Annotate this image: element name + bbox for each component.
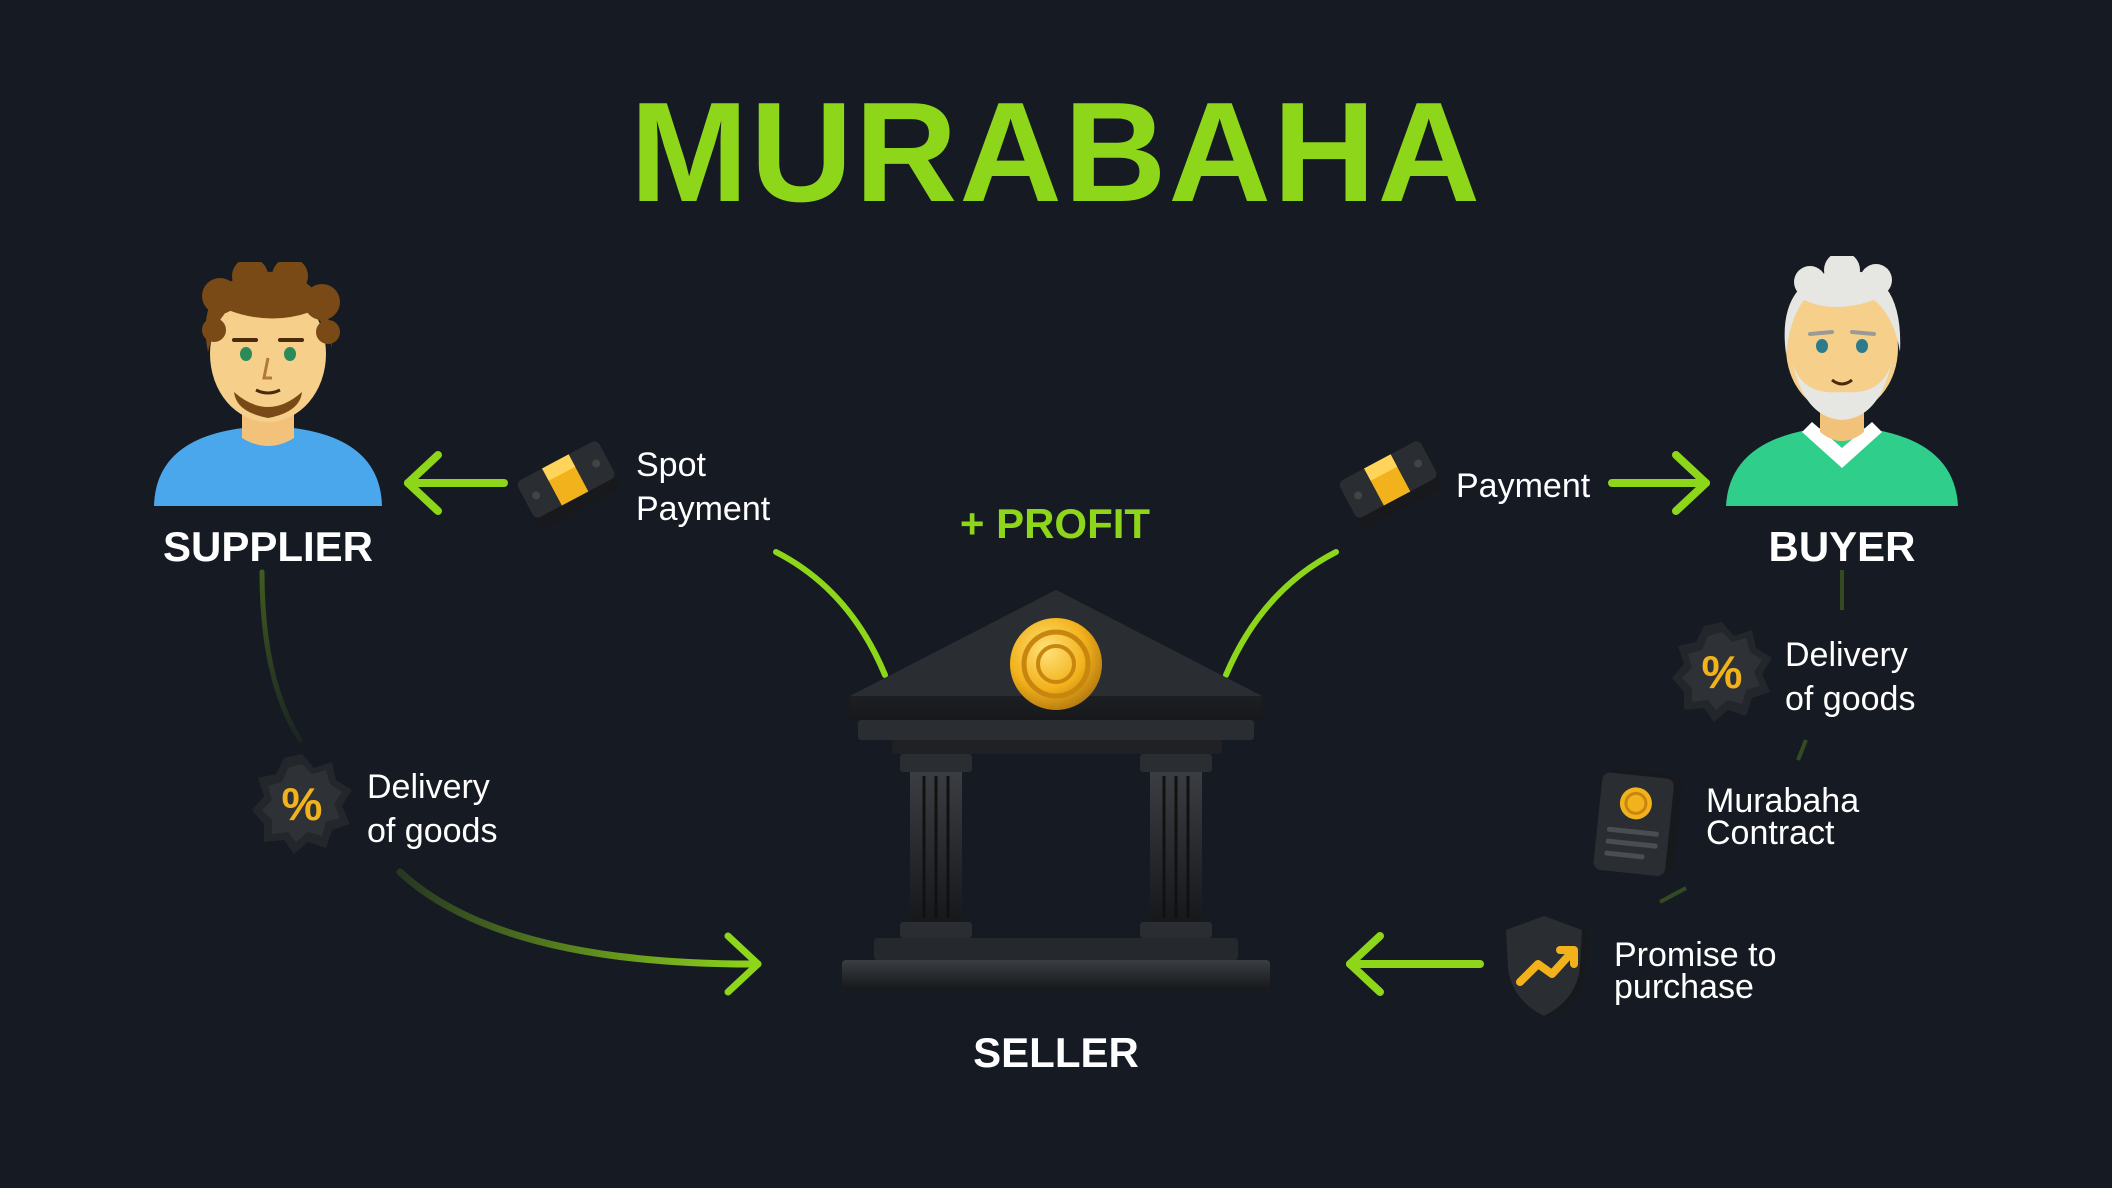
buyer-low-line: [1659, 886, 1687, 904]
payment-arrow: [1608, 451, 1710, 515]
cash-stack-icon: [1334, 430, 1446, 536]
seller-to-buyer-curve: [1223, 549, 1339, 678]
percent-badge-icon: %: [1670, 620, 1774, 724]
delivery-arrowhead: [724, 932, 762, 996]
contract-line-1: Murabaha: [1706, 782, 1860, 820]
contract-label: Murabaha Contract: [1706, 782, 1860, 852]
delivery-right-label: Delivery of goods: [1785, 633, 1915, 721]
diagram-title: MURABAHA: [629, 73, 1483, 232]
delivery-left-line-1: Delivery: [367, 768, 490, 806]
contract-line-2: Contract: [1706, 814, 1835, 852]
delivery-right-line-2: of goods: [1785, 680, 1916, 718]
buyer-avatar-icon: [1724, 256, 1960, 506]
delivery-left-label: Delivery of goods: [367, 765, 497, 853]
svg-text:%: %: [282, 778, 323, 830]
delivery-left-line-2: of goods: [367, 812, 498, 850]
seller-label: SELLER: [973, 1029, 1139, 1076]
spot-payment-line-1: Spot: [636, 446, 706, 484]
promise-line-1: Promise to: [1614, 936, 1777, 974]
promise-arrow: [1346, 932, 1484, 996]
profit-label: + PROFIT: [959, 500, 1151, 547]
supplier-down-line: [259, 569, 303, 743]
spot-payment-arrow: [404, 451, 508, 515]
delivery-to-seller-arrow: [396, 868, 762, 968]
delivery-right-line-1: Delivery: [1785, 636, 1908, 674]
promise-line-2: purchase: [1614, 968, 1754, 1006]
payment-label: Payment: [1456, 467, 1591, 505]
supplier-avatar-icon: [150, 262, 386, 506]
supplier-label: SUPPLIER: [162, 523, 374, 570]
seller-to-supplier-curve: [773, 549, 888, 678]
spot-payment-line-2: Payment: [636, 490, 771, 528]
svg-text:%: %: [1702, 646, 1743, 698]
shield-trend-icon: [1498, 912, 1594, 1024]
percent-badge-icon: %: [250, 752, 354, 856]
buyer-label: BUYER: [1768, 523, 1916, 570]
buyer-mid-line: [1796, 739, 1808, 761]
spot-payment-label: Spot Payment: [636, 443, 770, 531]
promise-label: Promise to purchase: [1614, 936, 1777, 1006]
contract-document-icon: [1588, 766, 1694, 878]
bank-icon: [838, 586, 1274, 996]
cash-stack-icon: [512, 430, 624, 536]
